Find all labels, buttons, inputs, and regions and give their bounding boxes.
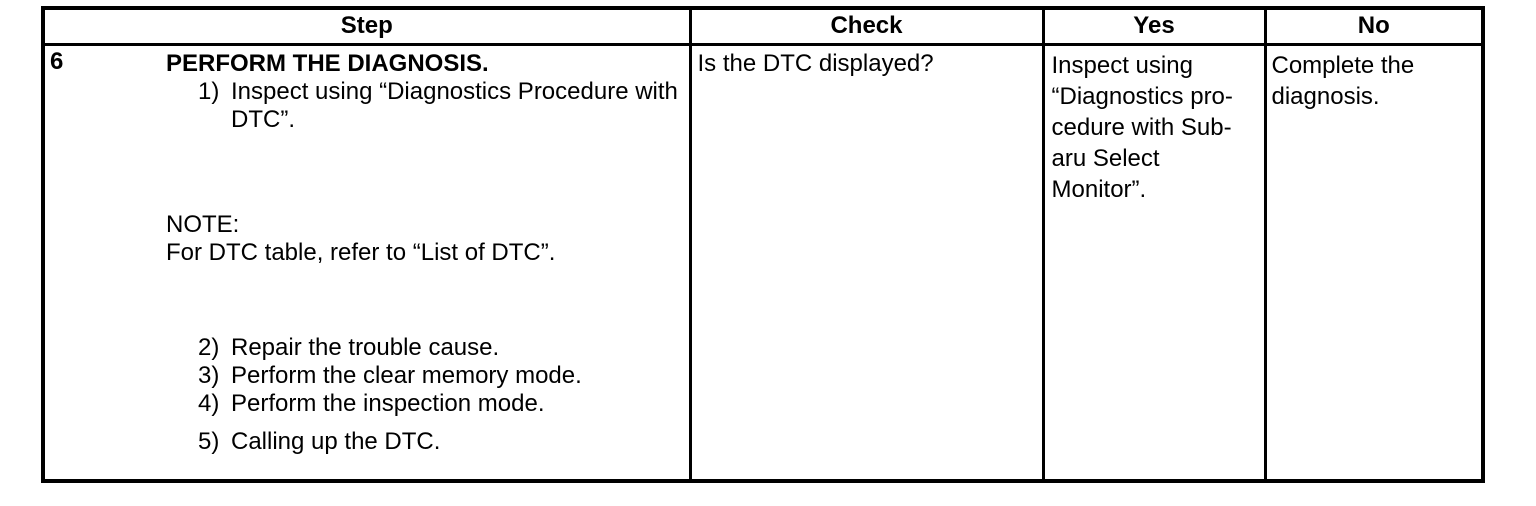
column-header-check: Check	[688, 6, 1045, 46]
step-item-3: 3) Perform the clear memory mode.	[166, 362, 679, 390]
no-cell: Complete the diagnosis.	[1263, 42, 1485, 483]
yes-line-5: Monitor”.	[1051, 175, 1147, 203]
step-cell: 6 PERFORM THE DIAGNOSIS. 1) Inspect usin…	[41, 42, 692, 483]
step-item-1-line-1: Inspect using “Diagnostics Procedure wit…	[231, 77, 678, 105]
step-number: 6	[50, 47, 64, 75]
step-item-1: 1) Inspect using “Diagnostics Procedure …	[166, 78, 679, 134]
check-cell: Is the DTC displayed?	[688, 42, 1045, 483]
note-block: NOTE: For DTC table, refer to “List of D…	[166, 211, 679, 267]
check-text: Is the DTC displayed?	[697, 49, 934, 77]
step-content: PERFORM THE DIAGNOSIS. 1) Inspect using …	[166, 46, 689, 456]
step-title: PERFORM THE DIAGNOSIS.	[166, 49, 489, 77]
diagnosis-table-wrapper: Step Check Yes No 6 PERFORM THE DIAGNOSI…	[41, 6, 1485, 483]
column-header-no: No	[1263, 6, 1485, 46]
step-item-2-number: 2)	[198, 333, 220, 361]
note-label: NOTE:	[166, 210, 240, 238]
header-row: Step Check Yes No	[41, 6, 1485, 46]
yes-cell: Inspect using “Diagnostics pro- cedure w…	[1041, 42, 1267, 483]
step-item-1-number: 1)	[198, 77, 220, 105]
note-text: For DTC table, refer to “List of DTC”.	[166, 238, 556, 266]
step-item-4: 4) Perform the inspection mode.	[166, 390, 679, 418]
step-items-block: 2) Repair the trouble cause. 3) Perform …	[166, 334, 679, 456]
step-item-4-number: 4)	[198, 389, 220, 417]
step-item-4-text: Perform the inspection mode.	[231, 389, 545, 417]
column-header-yes: Yes	[1041, 6, 1267, 46]
yes-line-2: “Diagnostics pro-	[1051, 82, 1233, 110]
yes-line-1: Inspect using	[1051, 51, 1193, 79]
step-item-2: 2) Repair the trouble cause.	[166, 334, 679, 362]
step-item-2-text: Repair the trouble cause.	[231, 333, 500, 361]
yes-line-3: cedure with Sub-	[1051, 113, 1232, 141]
no-line-2: diagnosis.	[1271, 82, 1380, 110]
table-row: 6 PERFORM THE DIAGNOSIS. 1) Inspect usin…	[41, 42, 1485, 483]
step-item-1-line-2: DTC”.	[231, 105, 295, 133]
no-text: Complete the diagnosis.	[1267, 46, 1482, 112]
yes-line-4: aru Select	[1051, 144, 1160, 172]
step-item-5: 5) Calling up the DTC.	[166, 428, 679, 456]
step-item-5-text: Calling up the DTC.	[231, 427, 441, 455]
step-item-5-number: 5)	[198, 427, 220, 455]
yes-text: Inspect using “Diagnostics pro- cedure w…	[1045, 46, 1264, 205]
step-item-1-text: Inspect using “Diagnostics Procedure wit…	[231, 78, 679, 134]
step-item-3-text: Perform the clear memory mode.	[231, 361, 582, 389]
step-item-3-number: 3)	[198, 361, 220, 389]
no-line-1: Complete the	[1271, 51, 1415, 79]
column-header-step: Step	[41, 6, 692, 46]
diagnosis-table: Step Check Yes No 6 PERFORM THE DIAGNOSI…	[41, 6, 1485, 483]
